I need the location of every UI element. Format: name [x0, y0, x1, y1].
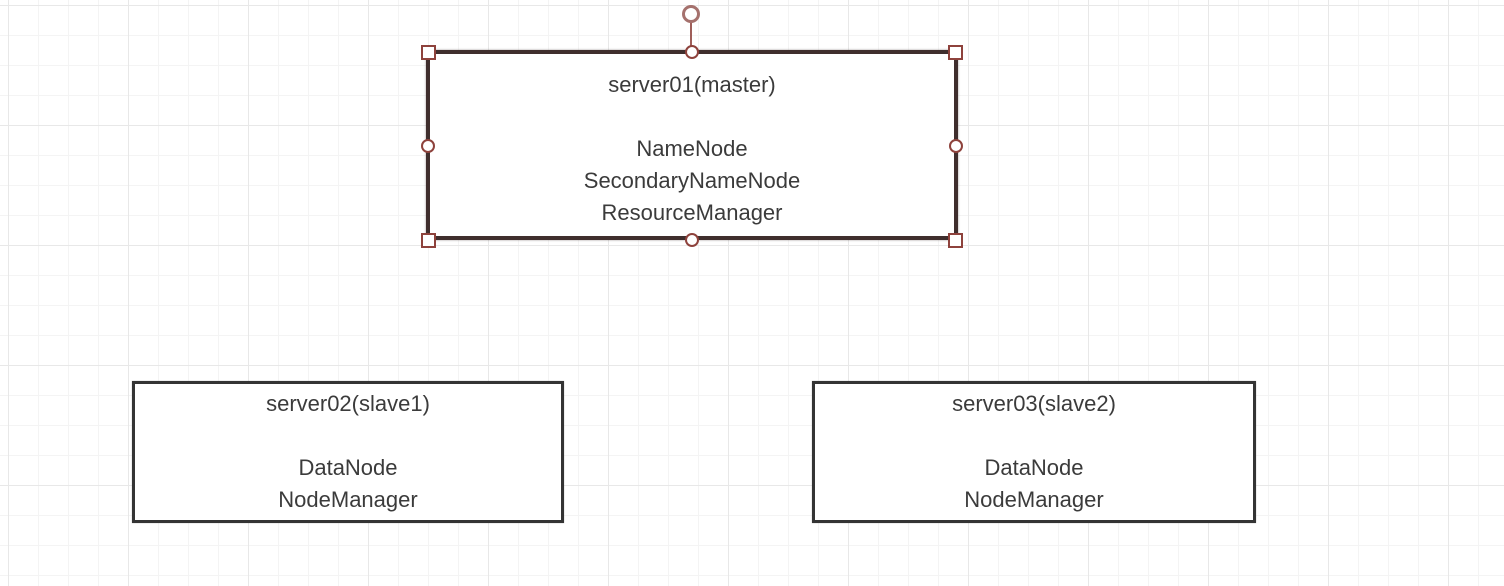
label-blank-line [430, 101, 954, 133]
node-server03-slave2[interactable]: server03(slave2) DataNode NodeManager [812, 381, 1256, 523]
node-title: server02(slave1) [266, 391, 430, 416]
resize-handle-n[interactable] [685, 45, 699, 59]
node-role: NodeManager [964, 487, 1104, 512]
node-label: server03(slave2) DataNode NodeManager [815, 388, 1253, 516]
resize-handle-nw[interactable] [421, 45, 436, 60]
resize-handle-sw[interactable] [421, 233, 436, 248]
node-label: server01(master) NameNode SecondaryNameN… [430, 69, 954, 229]
rotation-handle[interactable] [682, 5, 700, 23]
node-server01-master[interactable]: server01(master) NameNode SecondaryNameN… [426, 50, 958, 240]
label-blank-line [135, 420, 561, 452]
node-label: server02(slave1) DataNode NodeManager [135, 388, 561, 516]
node-title: server01(master) [608, 72, 776, 97]
label-blank-line [815, 420, 1253, 452]
resize-handle-se[interactable] [948, 233, 963, 248]
rotation-stem-line [690, 21, 692, 52]
node-role: ResourceManager [601, 200, 783, 225]
node-server02-slave1[interactable]: server02(slave1) DataNode NodeManager [132, 381, 564, 523]
resize-handle-ne[interactable] [948, 45, 963, 60]
node-role: NodeManager [278, 487, 418, 512]
resize-handle-s[interactable] [685, 233, 699, 247]
node-role: DataNode [298, 455, 398, 480]
node-role: SecondaryNameNode [583, 168, 801, 193]
node-role: NameNode [636, 136, 748, 161]
resize-handle-e[interactable] [949, 139, 963, 153]
node-title: server03(slave2) [952, 391, 1116, 416]
resize-handle-w[interactable] [421, 139, 435, 153]
node-role: DataNode [984, 455, 1084, 480]
